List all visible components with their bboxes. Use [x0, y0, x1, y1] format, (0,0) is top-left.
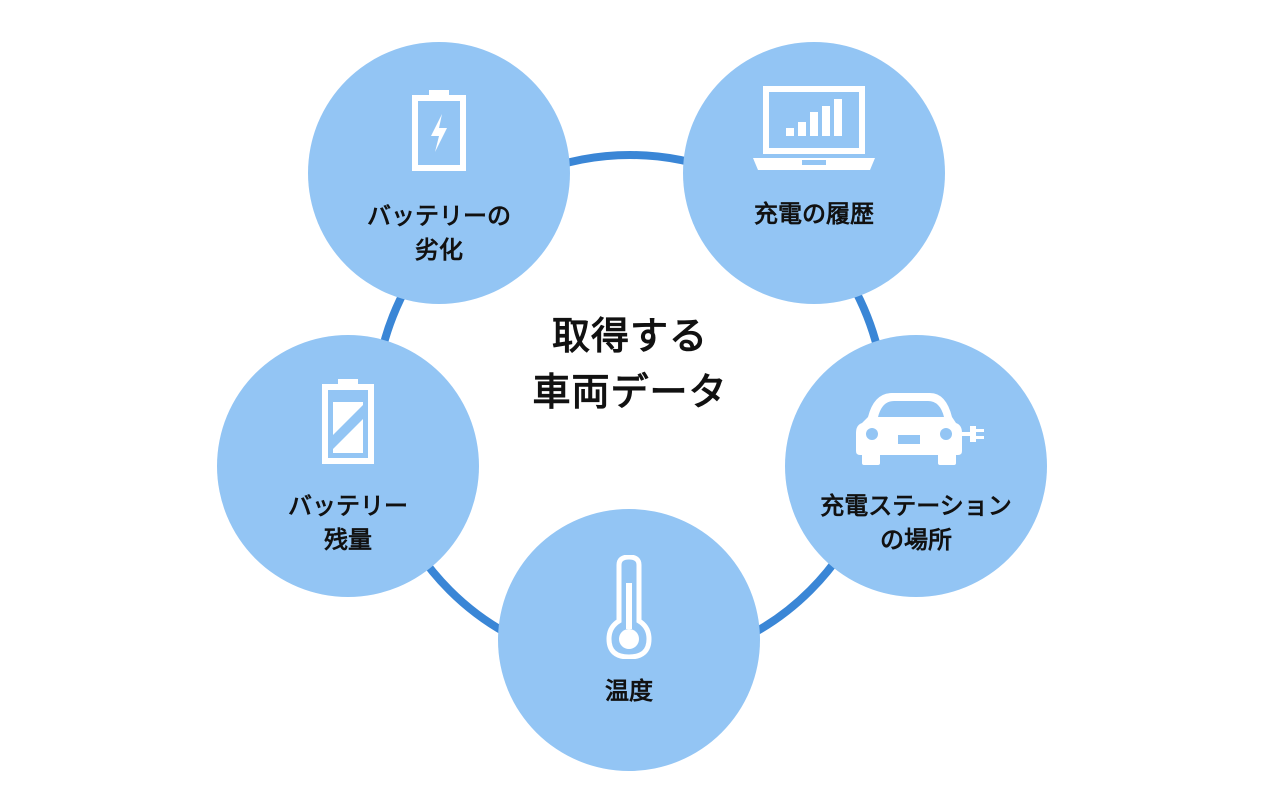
center-title-line2: 車両データ — [532, 370, 728, 414]
node-battery-remaining: バッテリー 残量 — [217, 335, 479, 597]
node-temperature: 温度 — [498, 509, 760, 771]
node-battery-degradation: バッテリーの 劣化 — [308, 42, 570, 304]
thermometer-icon — [498, 555, 760, 659]
node-label-line1: バッテリーの — [367, 202, 511, 230]
node-label: バッテリー 残量 — [217, 489, 479, 557]
battery-level-icon — [217, 377, 479, 467]
center-title: 取得する 車両データ — [470, 308, 790, 420]
node-label-line1: 充電の履歴 — [754, 200, 874, 228]
laptop-chart-icon — [683, 84, 945, 174]
node-label: 充電ステーション の場所 — [785, 489, 1047, 557]
node-label-line2: 残量 — [324, 526, 372, 554]
node-label-line1: 充電ステーション — [820, 492, 1012, 520]
center-title-line1: 取得する — [551, 314, 708, 358]
battery-charging-icon — [308, 88, 570, 172]
node-label-line1: バッテリー — [288, 492, 408, 520]
electric-car-icon — [785, 387, 1047, 467]
node-label: 温度 — [498, 674, 760, 708]
node-label: バッテリーの 劣化 — [308, 199, 570, 267]
node-label-line2: 劣化 — [415, 236, 463, 264]
node-charging-station-location: 充電ステーション の場所 — [785, 335, 1047, 597]
node-label-line1: 温度 — [605, 677, 653, 705]
node-charging-history: 充電の履歴 — [683, 42, 945, 304]
node-label-line2: の場所 — [880, 526, 952, 554]
node-label: 充電の履歴 — [683, 197, 945, 231]
